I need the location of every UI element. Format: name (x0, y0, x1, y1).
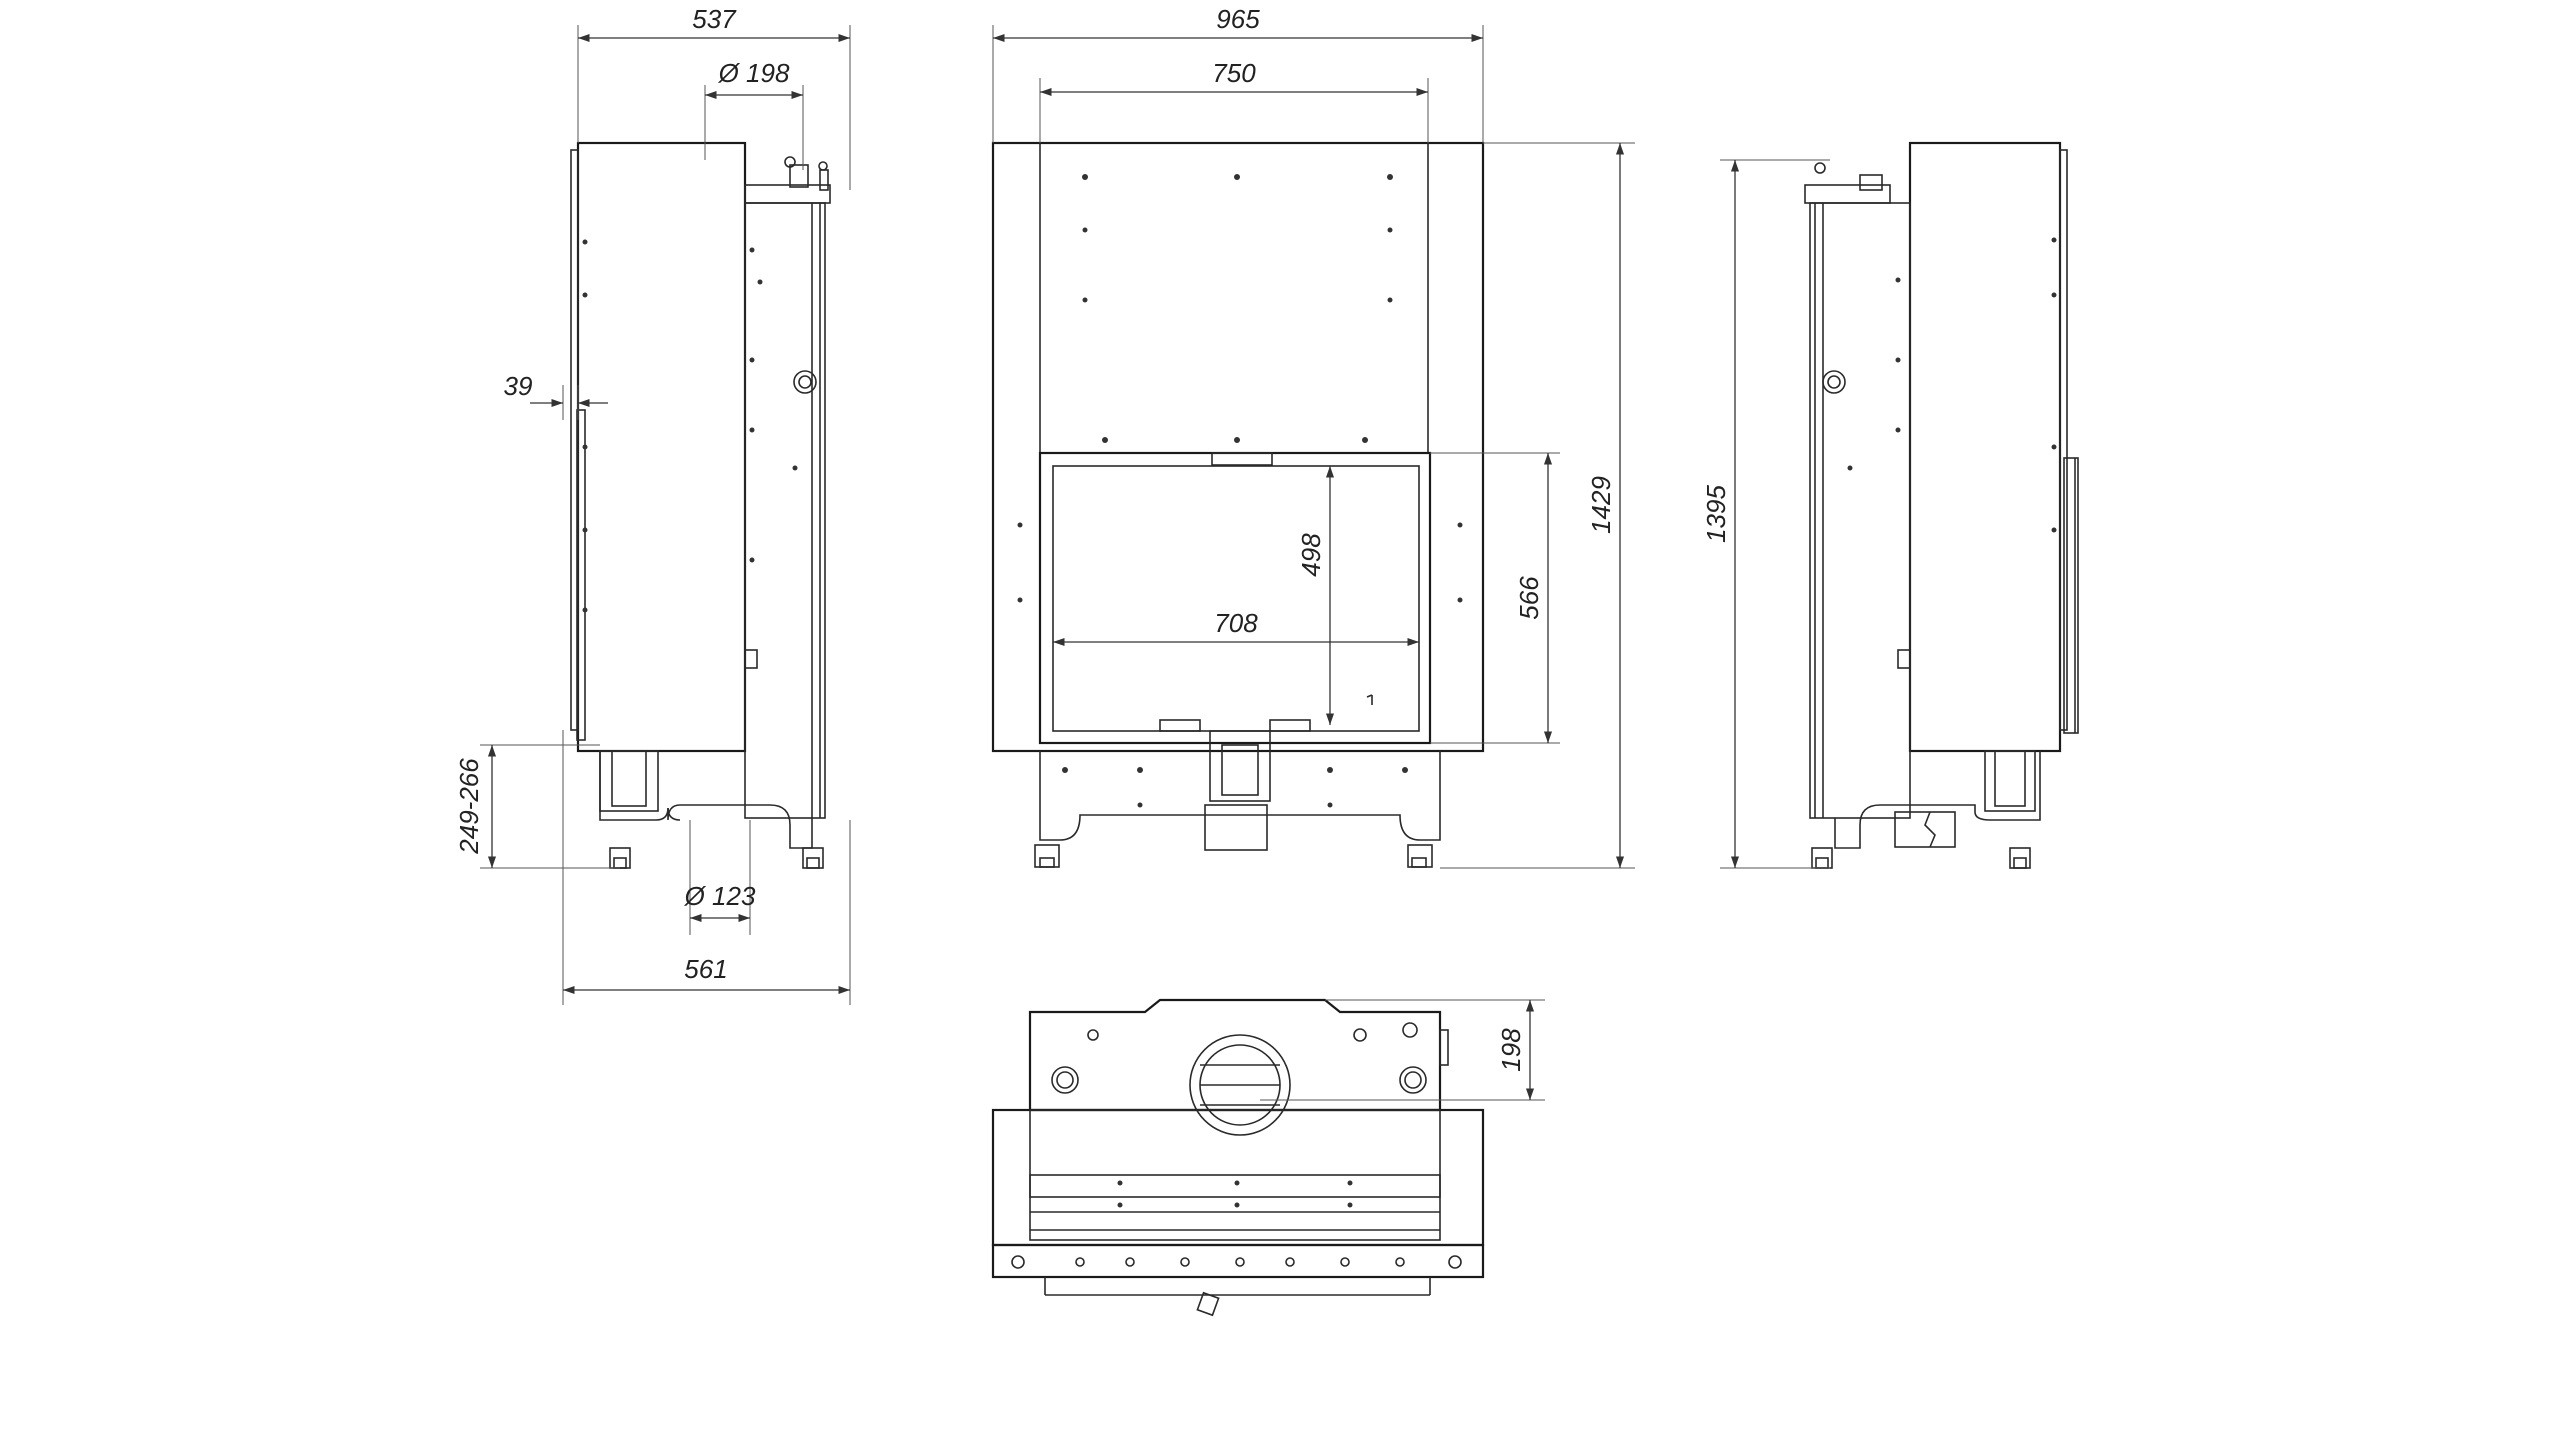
dim-561: 561 (684, 954, 727, 984)
top-view (991, 998, 1485, 1317)
dim-198-top: 198 (1496, 1028, 1526, 1072)
dim-965: 965 (1216, 4, 1260, 34)
left-side-view (570, 141, 831, 869)
dim-1429: 1429 (1586, 476, 1616, 534)
dim-1395: 1395 (1701, 485, 1731, 543)
dim-39: 39 (504, 371, 533, 401)
dim-708: 708 (1214, 608, 1258, 638)
right-side-view (1804, 141, 2079, 869)
dim-566: 566 (1514, 576, 1544, 620)
dim-498: 498 (1296, 533, 1326, 577)
dim-flue-198: Ø 198 (718, 58, 790, 88)
dim-249-266: 249-266 (454, 758, 484, 855)
dim-750: 750 (1212, 58, 1256, 88)
dimension-lines (480, 25, 1830, 1101)
dim-air-123: Ø 123 (684, 881, 756, 911)
dimension-labels: 537 Ø 198 39 249-266 Ø 123 561 965 750 1… (454, 4, 1731, 1072)
front-view (991, 141, 1485, 868)
dim-537: 537 (692, 4, 737, 34)
